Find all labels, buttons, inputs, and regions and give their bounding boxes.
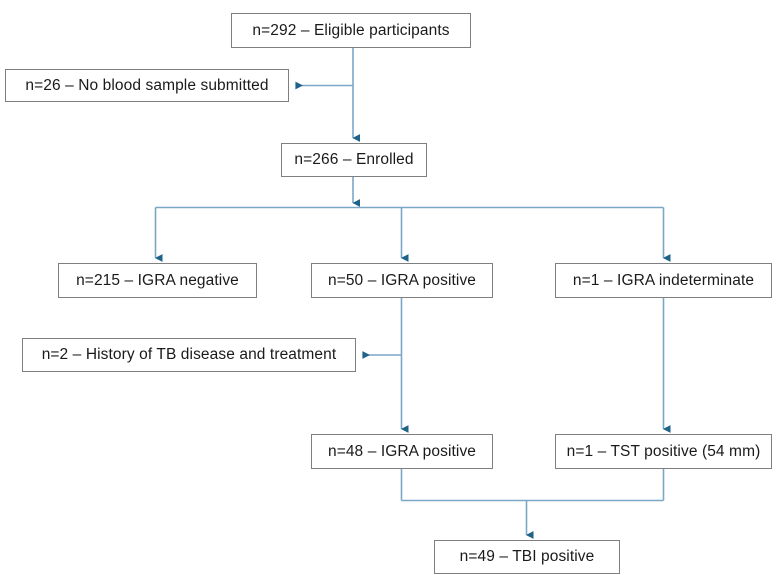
node-igra-indeterminate[interactable]: n=1 – IGRA indeterminate xyxy=(555,263,772,298)
node-no-blood-sample-submitted[interactable]: n=26 – No blood sample submitted xyxy=(5,69,289,102)
node-history-of-tb-disease-and-treatment[interactable]: n=2 – History of TB disease and treatmen… xyxy=(22,338,356,372)
node-tst-positive[interactable]: n=1 – TST positive (54 mm) xyxy=(555,434,772,469)
node-eligible-participants[interactable]: n=292 – Eligible participants xyxy=(231,13,471,48)
node-label: n=292 – Eligible participants xyxy=(252,21,450,39)
node-label: n=266 – Enrolled xyxy=(294,151,414,169)
node-igra-positive-50[interactable]: n=50 – IGRA positive xyxy=(311,263,493,298)
node-label: n=26 – No blood sample submitted xyxy=(25,76,269,94)
node-enrolled[interactable]: n=266 – Enrolled xyxy=(281,143,427,177)
node-label: n=49 – TBI positive xyxy=(459,548,595,566)
node-igra-negative[interactable]: n=215 – IGRA negative xyxy=(58,263,257,298)
node-tbi-positive[interactable]: n=49 – TBI positive xyxy=(434,540,620,574)
node-label: n=48 – IGRA positive xyxy=(327,442,477,460)
node-label: n=1 – IGRA indeterminate xyxy=(572,271,755,289)
node-label: n=215 – IGRA negative xyxy=(76,271,239,289)
node-label: n=50 – IGRA positive xyxy=(327,271,477,289)
node-label: n=1 – TST positive (54 mm) xyxy=(566,442,761,460)
node-label: n=2 – History of TB disease and treatmen… xyxy=(41,346,337,364)
node-igra-positive-48[interactable]: n=48 – IGRA positive xyxy=(311,434,493,469)
